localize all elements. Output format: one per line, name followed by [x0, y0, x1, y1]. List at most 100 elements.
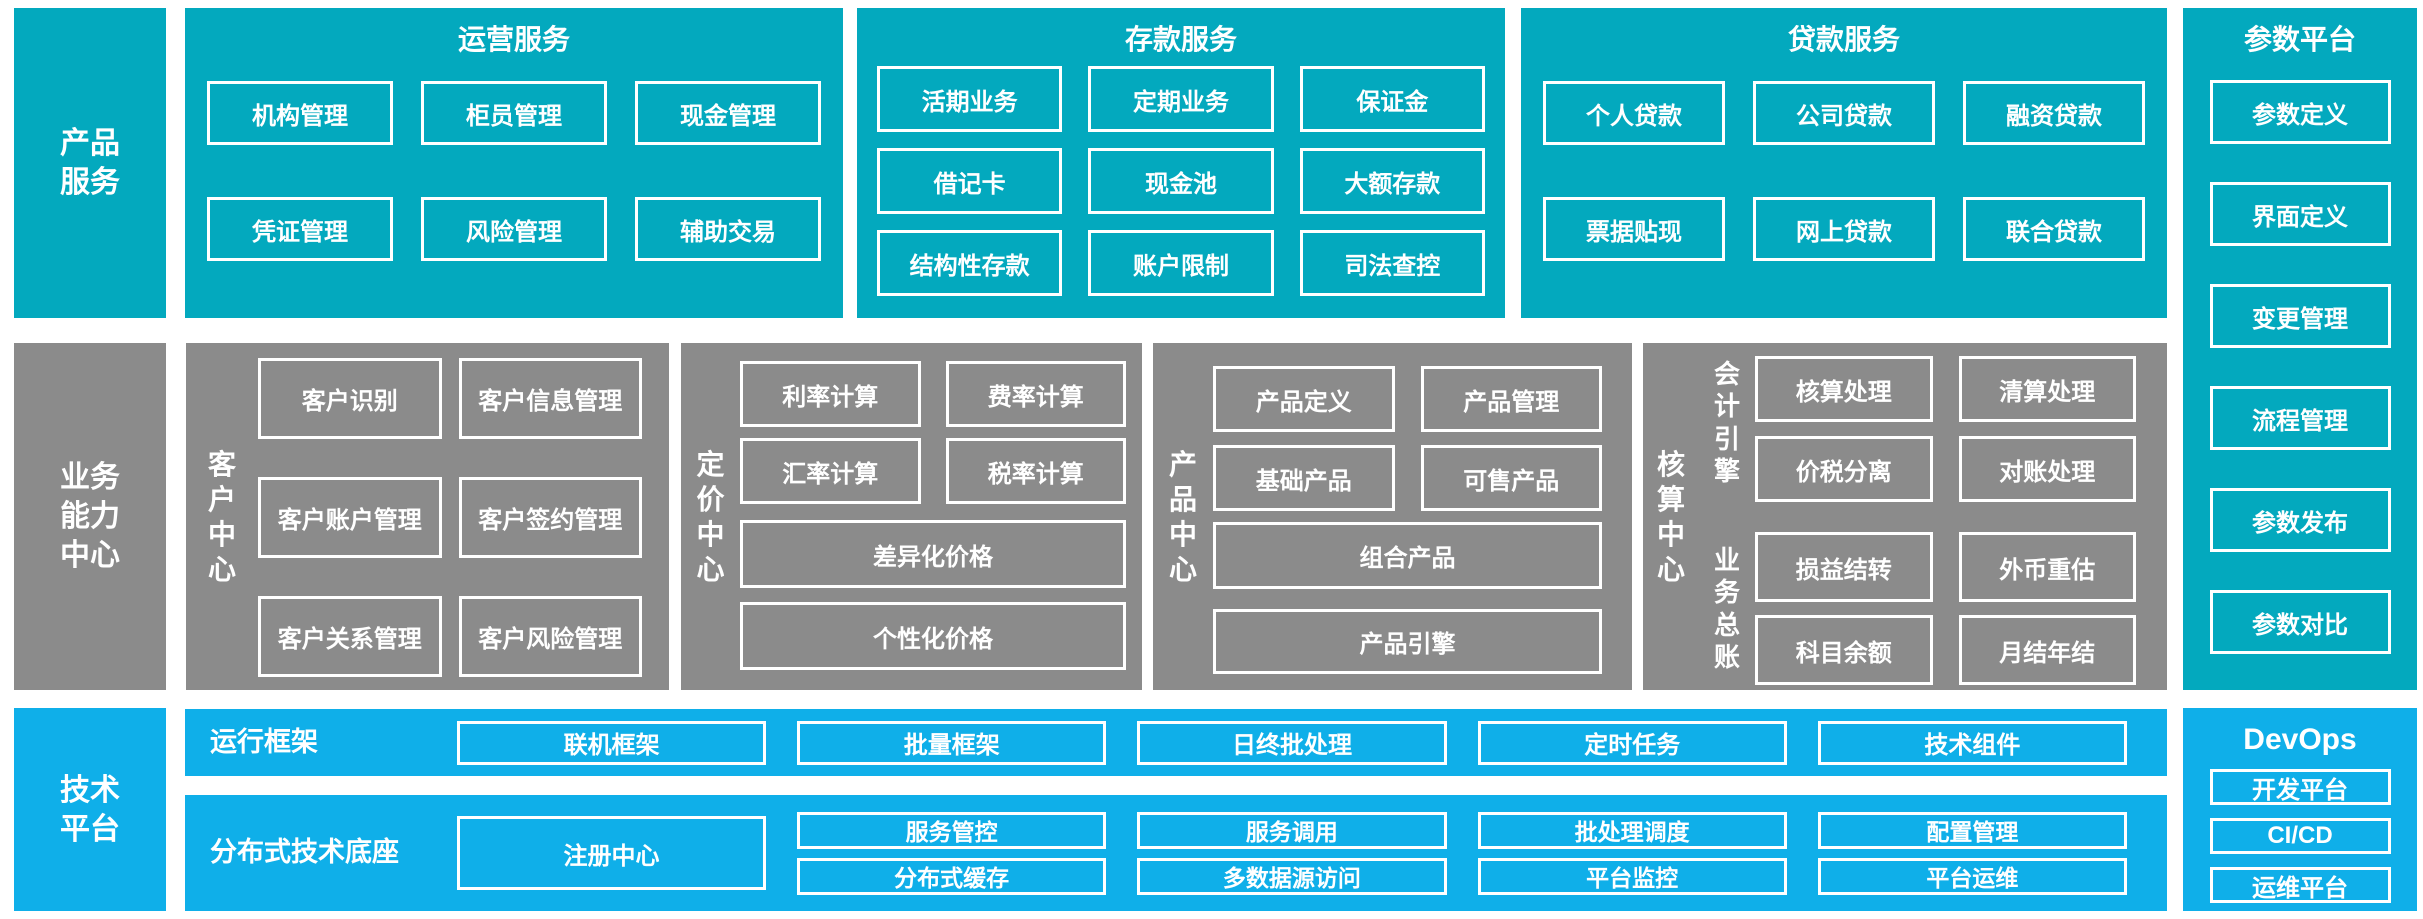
bar-runtime-framework: 运行框架 联机框架 批量框架 日终批处理 定时任务 技术组件: [185, 709, 2167, 776]
section-product-center: 产品中心 产品定义 产品管理 基础产品 可售产品 组合产品 产品引擎: [1153, 343, 1632, 690]
loan-box: 票据贴现: [1543, 197, 1725, 261]
rail-technology-platform-label: 技术平台: [60, 773, 120, 846]
operations-box: 风险管理: [421, 197, 607, 261]
accounting-box: 对账处理: [1958, 436, 2136, 502]
deposit-services-title: 存款服务: [1124, 24, 1237, 55]
deposit-box: 现金池: [1088, 148, 1274, 214]
product-box: 基础产品: [1213, 445, 1395, 511]
distributed-box: 服务管控: [797, 811, 1107, 849]
distributed-box: 平台运维: [1817, 857, 2127, 895]
accounting-box: 清算处理: [1958, 356, 2136, 422]
pricing-center-label: 定价中心: [696, 448, 725, 585]
loan-box: 网上贷款: [1753, 197, 1935, 261]
customer-box: 客户签约管理: [458, 477, 642, 558]
customer-box: 客户风险管理: [458, 596, 642, 677]
customer-center-grid: 客户识别 客户信息管理 客户账户管理 客户签约管理 客户关系管理 客户风险管理: [258, 358, 642, 690]
runtime-box: 技术组件: [1817, 720, 2128, 765]
pricing-center-grid: 利率计算 费率计算 汇率计算 税率计算: [740, 361, 1126, 504]
devops-title: DevOps: [2243, 723, 2357, 756]
operations-box: 机构管理: [207, 81, 393, 145]
deposit-box: 司法查控: [1299, 230, 1485, 296]
customer-box: 客户信息管理: [458, 358, 642, 439]
distributed-pair-column: 服务调用 多数据源访问: [1137, 811, 1447, 895]
product-wide-box: 组合产品: [1213, 522, 1602, 589]
distributed-pair-column: 配置管理 平台运维: [1817, 811, 2127, 895]
operations-box: 现金管理: [635, 81, 821, 145]
section-accounting-center: 核算中心 会计引擎 核算处理 清算处理 价税分离 对账处理 业务总账 损: [1643, 343, 2167, 690]
parameter-platform-title: 参数平台: [2243, 24, 2356, 55]
parameter-box: 流程管理: [2209, 386, 2391, 450]
parameter-box: 参数对比: [2209, 590, 2391, 654]
parameter-box: 参数发布: [2209, 488, 2391, 552]
pricing-box: 利率计算: [740, 361, 921, 427]
customer-box: 客户识别: [258, 358, 442, 439]
parameter-platform-stack: 参数定义 界面定义 变更管理 流程管理 参数发布 参数对比: [2183, 80, 2417, 654]
runtime-box: 联机框架: [457, 720, 767, 765]
product-center-grid: 产品定义 产品管理 基础产品 可售产品: [1213, 366, 1602, 511]
devops-box: CI/CD: [2209, 818, 2391, 854]
runtime-box: 批量框架: [797, 720, 1107, 765]
accounting-box: 月结年结: [1958, 615, 2136, 685]
distributed-box: 批处理调度: [1477, 811, 1787, 849]
accounting-box: 损益结转: [1755, 532, 1933, 602]
pricing-center-content: 利率计算 费率计算 汇率计算 税率计算 差异化价格 个性化价格: [740, 343, 1126, 690]
devops-box: 开发平台: [2209, 769, 2391, 805]
section-parameter-platform: 参数平台 参数定义 界面定义 变更管理 流程管理 参数发布 参数对比: [2183, 8, 2417, 690]
runtime-framework-label: 运行框架: [210, 726, 318, 757]
devops-box: 运维平台: [2209, 867, 2391, 903]
section-loan-services: 贷款服务 个人贷款 公司贷款 融资贷款 票据贴现 网上贷款 联合贷款: [1521, 8, 2167, 318]
section-deposit-services: 存款服务 活期业务 定期业务 保证金 借记卡 现金池 大额存款 结构性存款 账户…: [857, 8, 1505, 318]
loan-services-title: 贷款服务: [1787, 24, 1900, 55]
operations-box: 柜员管理: [421, 81, 607, 145]
product-wide-box: 产品引擎: [1213, 609, 1602, 674]
section-operations-services: 运营服务 机构管理 柜员管理 现金管理 凭证管理 风险管理 辅助交易: [185, 8, 843, 318]
parameter-box: 界面定义: [2209, 182, 2391, 246]
deposit-box: 结构性存款: [877, 230, 1063, 296]
rail-product-services: 产品服务: [14, 8, 166, 318]
loan-box: 联合贷款: [1963, 197, 2145, 261]
registry-center-box: 注册中心: [457, 816, 766, 890]
section-customer-center: 客户中心 客户识别 客户信息管理 客户账户管理 客户签约管理 客户关系管理 客户…: [186, 343, 669, 690]
parameter-box: 变更管理: [2209, 284, 2391, 348]
product-box: 可售产品: [1420, 445, 1602, 511]
loan-box: 公司贷款: [1753, 81, 1935, 145]
accounting-engine-group: 会计引擎 核算处理 清算处理 价税分离 对账处理: [1699, 343, 2136, 502]
distributed-box: 服务调用: [1137, 811, 1447, 849]
deposit-box: 活期业务: [877, 66, 1063, 132]
pricing-box: 费率计算: [945, 361, 1126, 427]
operations-services-grid: 机构管理 柜员管理 现金管理 凭证管理 风险管理 辅助交易: [207, 81, 821, 261]
deposit-box: 借记卡: [877, 148, 1063, 214]
rail-product-services-label: 产品服务: [60, 127, 120, 199]
distributed-tech-base-label: 分布式技术底座: [210, 837, 399, 868]
business-ledger-label: 业务总账: [1714, 544, 1741, 673]
runtime-box: 日终批处理: [1137, 720, 1447, 765]
operations-box: 辅助交易: [635, 197, 821, 261]
deposit-box: 账户限制: [1088, 230, 1274, 296]
accounting-groups: 会计引擎 核算处理 清算处理 价税分离 对账处理 业务总账 损益结转 外币重估 …: [1699, 343, 2136, 690]
distributed-pair-column: 服务管控 分布式缓存: [797, 811, 1107, 895]
distributed-pair-column: 批处理调度 平台监控: [1477, 811, 1787, 895]
customer-box: 客户账户管理: [258, 477, 442, 558]
accounting-engine-grid: 核算处理 清算处理 价税分离 对账处理: [1755, 356, 2136, 502]
rail-business-capability-center: 业务能力中心: [14, 343, 166, 690]
pricing-wide-box: 差异化价格: [740, 520, 1126, 588]
operations-services-title: 运营服务: [457, 24, 570, 55]
deposit-box: 定期业务: [1088, 66, 1274, 132]
accounting-box: 核算处理: [1755, 356, 1933, 422]
distributed-box: 平台监控: [1477, 857, 1787, 895]
pricing-box: 汇率计算: [740, 438, 921, 504]
section-pricing-center: 定价中心 利率计算 费率计算 汇率计算 税率计算 差异化价格 个性化价格: [681, 343, 1142, 690]
product-box: 产品定义: [1213, 366, 1395, 432]
distributed-box: 分布式缓存: [797, 857, 1107, 895]
rail-business-capability-label: 业务能力中心: [60, 461, 120, 572]
loan-box: 融资贷款: [1963, 81, 2145, 145]
loan-box: 个人贷款: [1543, 81, 1725, 145]
distributed-box: 多数据源访问: [1137, 857, 1447, 895]
accounting-box: 科目余额: [1755, 615, 1933, 685]
accounting-box: 价税分离: [1755, 436, 1933, 502]
pricing-wide-box: 个性化价格: [740, 602, 1126, 670]
product-center-content: 产品定义 产品管理 基础产品 可售产品 组合产品 产品引擎: [1213, 343, 1602, 690]
distributed-box: 配置管理: [1817, 811, 2127, 849]
runtime-box: 定时任务: [1477, 720, 1787, 765]
